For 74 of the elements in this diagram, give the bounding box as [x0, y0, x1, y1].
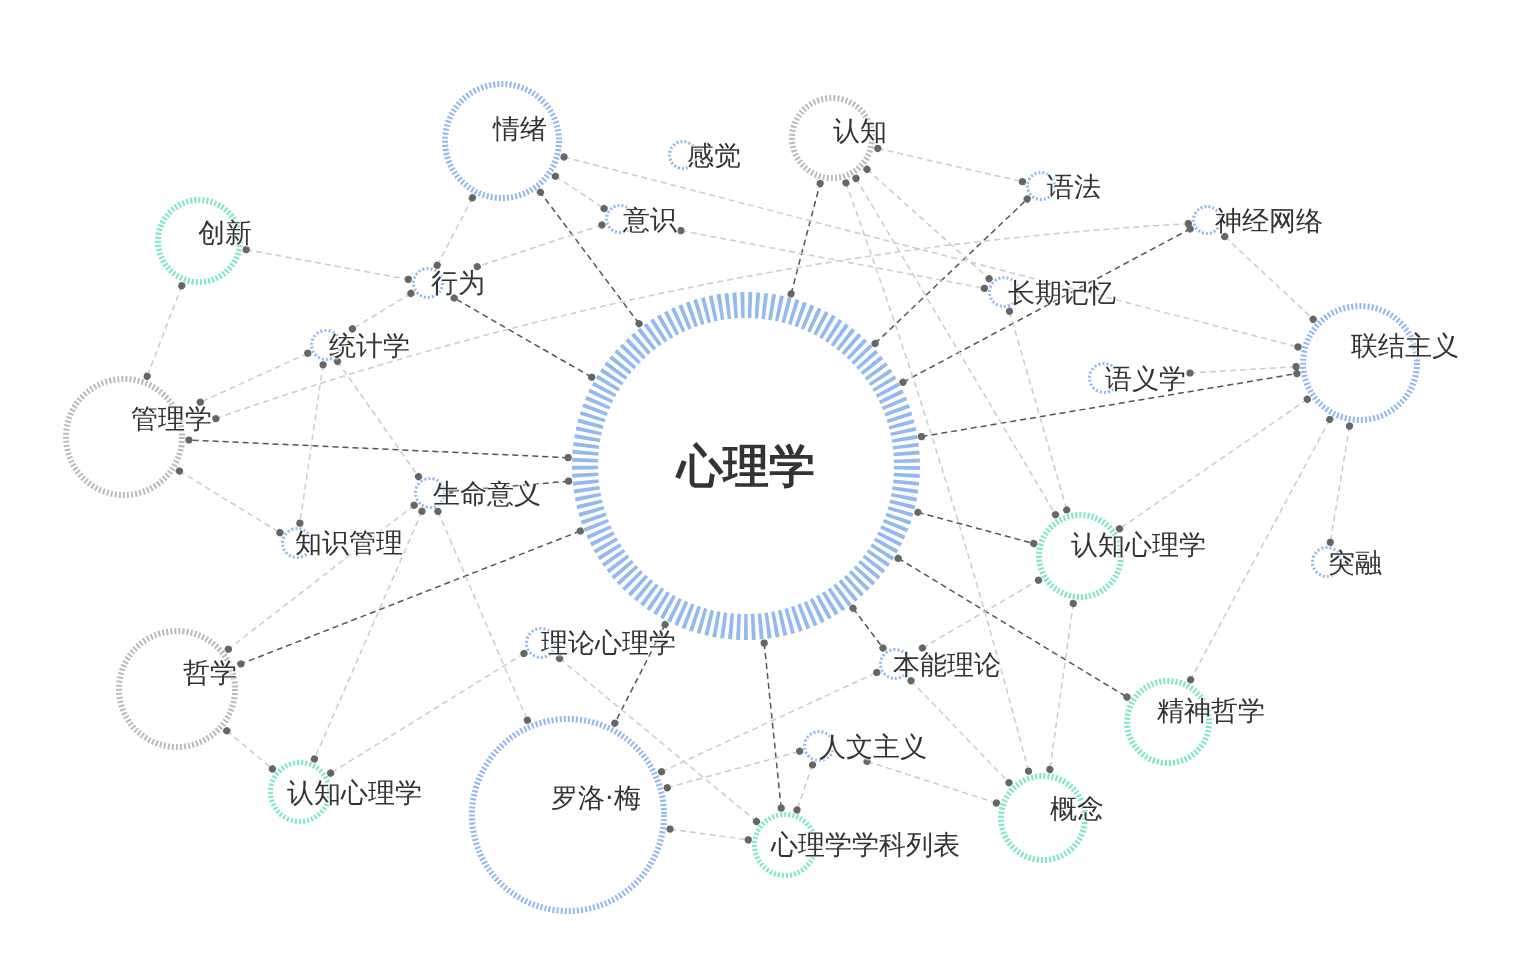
- connector: [1115, 395, 1311, 533]
- connector: [185, 436, 572, 462]
- node-label: 人文主义: [819, 732, 927, 760]
- connector: [842, 179, 1033, 775]
- node-label: 认知心理学: [1071, 530, 1206, 558]
- connector: [242, 246, 412, 283]
- connector: [536, 188, 643, 328]
- node-label: 感觉: [687, 141, 741, 169]
- connector: [1186, 363, 1300, 377]
- connector: [1046, 599, 1077, 774]
- connector: [310, 507, 426, 763]
- connector: [918, 576, 1043, 652]
- node-label: 心理学学科列表: [771, 830, 960, 858]
- connector: [787, 179, 824, 298]
- connector: [760, 639, 785, 812]
- node-label: 情绪: [493, 114, 547, 142]
- connector: [611, 621, 669, 727]
- connector: [874, 144, 1027, 186]
- node-label: 意识: [623, 205, 677, 233]
- node-label: 认知: [833, 116, 887, 144]
- connector: [223, 727, 276, 773]
- node-label: 创新: [198, 218, 252, 246]
- connector: [560, 153, 1302, 351]
- connector: [793, 761, 817, 814]
- node-label: 精神哲学: [1157, 696, 1265, 724]
- connector: [907, 677, 1013, 787]
- node-label: 语法: [1047, 172, 1101, 200]
- connector: [1005, 307, 1071, 514]
- node-label: 概念: [1050, 794, 1104, 822]
- node-label: 罗洛·梅: [551, 783, 641, 811]
- connector: [871, 195, 1031, 348]
- node-label: 联结主义: [1351, 331, 1459, 359]
- connector: [348, 289, 415, 333]
- connector: [212, 220, 1192, 423]
- node-label: 认知心理学: [287, 778, 422, 806]
- connector: [143, 282, 186, 380]
- connector: [175, 467, 284, 537]
- node-label: 语义学: [1105, 364, 1186, 392]
- connector: [333, 357, 423, 481]
- connector: [917, 370, 1301, 441]
- hub-label: 心理学: [677, 443, 815, 489]
- connector: [666, 825, 752, 844]
- connector: [1221, 232, 1317, 323]
- node-label: 本能理论: [893, 650, 1001, 678]
- node-label: 理论心理学: [541, 628, 676, 656]
- node-label: 神经网络: [1215, 206, 1323, 234]
- node-label: 行为: [431, 268, 485, 296]
- connector: [663, 747, 804, 792]
- connector: [657, 668, 881, 776]
- node-label: 知识管理: [295, 528, 403, 556]
- connector: [237, 527, 584, 668]
- connector: [1187, 415, 1334, 684]
- connector: [224, 501, 418, 653]
- connector: [196, 349, 312, 406]
- connector: [899, 225, 1194, 386]
- connector: [894, 554, 1131, 701]
- connector: [852, 174, 1060, 519]
- node-label: 哲学: [183, 658, 237, 686]
- connector: [914, 508, 1038, 548]
- connector: [849, 604, 887, 652]
- connector: [473, 221, 606, 271]
- connector: [327, 649, 528, 777]
- connector: [434, 507, 531, 724]
- connector: [1326, 422, 1354, 546]
- node-label: 突融: [1328, 548, 1382, 576]
- node-label: 长期记忆: [1008, 278, 1116, 306]
- connector: [677, 227, 988, 292]
- connector: [551, 172, 608, 213]
- connector: [450, 294, 596, 381]
- node-label: 管理学: [131, 404, 212, 432]
- connector: [863, 165, 993, 283]
- connector: [433, 194, 476, 269]
- connector: [296, 361, 327, 527]
- node-label: 统计学: [329, 331, 410, 359]
